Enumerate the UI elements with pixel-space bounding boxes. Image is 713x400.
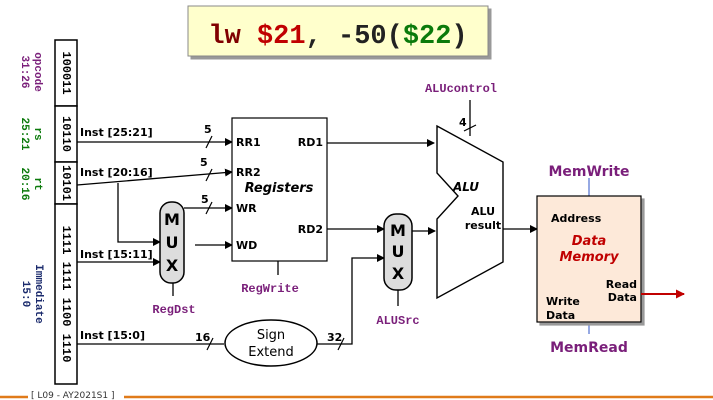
field-immediate-box xyxy=(54,203,78,385)
regdst-mux-letter-u: U xyxy=(166,233,179,252)
register-file: RR1 RR2 WR WD RD1 RD2 Registers RegWrite xyxy=(231,117,328,296)
sign-extend-line1: Sign xyxy=(257,328,285,343)
instruction-banner-box xyxy=(187,5,489,57)
memory-port-address: Address xyxy=(551,212,602,225)
instruction-offset: -50( xyxy=(338,22,403,52)
field-rt-bits: 10101 xyxy=(59,165,73,201)
register-port-rd2: RD2 xyxy=(298,223,323,236)
wire-label-inst-20-16: Inst [20:16] xyxy=(80,166,153,179)
memory-read-data-line2: Data xyxy=(608,291,637,304)
field-opcode-label: opcode xyxy=(31,52,43,92)
instruction-comma: , xyxy=(306,22,322,52)
width-label-4: 4 xyxy=(459,116,467,129)
sign-extend-line2: Extend xyxy=(248,345,294,360)
width-label-rr2: 5 xyxy=(200,156,208,169)
regdst-label: RegDst xyxy=(152,303,195,317)
register-file-box xyxy=(231,117,328,262)
field-immediate-label: Immediate xyxy=(32,264,44,324)
width-label-16: 16 xyxy=(195,331,211,344)
register-port-rr2: RR2 xyxy=(236,166,261,179)
field-rt-label: rt xyxy=(31,177,43,190)
width-label-32: 32 xyxy=(327,331,342,344)
footer-label-bg xyxy=(28,389,124,400)
bus-width-marks xyxy=(205,124,477,351)
footer-text: [ L09 - AY2021S1 ] xyxy=(31,391,114,400)
register-port-wr: WR xyxy=(236,202,257,215)
memwrite-label: MemWrite xyxy=(548,164,629,180)
memory-title-line1: Data xyxy=(572,234,607,249)
wire-label-inst-15-0: Inst [15:0] xyxy=(80,329,145,342)
footer: [ L09 - AY2021S1 ] xyxy=(0,389,713,400)
width-label-rr1: 5 xyxy=(204,123,212,136)
regdst-mux-letter-x: X xyxy=(166,256,179,275)
instruction-close: ) xyxy=(451,22,467,52)
register-port-rr1: RR1 xyxy=(236,136,261,149)
sign-extend: Sign Extend xyxy=(224,319,318,367)
alusrc-mux-body xyxy=(383,213,413,291)
wire-label-inst-25-21: Inst [25:21] xyxy=(80,126,153,139)
wire-label-inst-15-11: Inst [15:11] xyxy=(80,248,153,261)
field-rt-range: 20:16 xyxy=(18,167,30,200)
field-immediate-bits: 1111 1111 1100 1110 xyxy=(59,226,73,363)
memread-label: MemRead xyxy=(550,340,628,356)
wire-signext-to-mux xyxy=(317,254,385,345)
regwrite-label: RegWrite xyxy=(241,282,299,296)
wires xyxy=(76,100,538,345)
instruction-word: 100011 10110 10101 1111 1111 1100 1110 o… xyxy=(18,39,78,385)
field-opcode-range: 31:26 xyxy=(18,55,30,88)
register-port-rd1: RD1 xyxy=(298,136,323,149)
instruction-banner: lw $21, -50($22) xyxy=(187,5,489,57)
alusrc-mux-letter-x: X xyxy=(392,264,405,283)
field-rs-bits: 10110 xyxy=(59,116,73,152)
alusrc-mux: M U X ALUSrc xyxy=(376,213,420,328)
memory-read-data-line1: Read xyxy=(606,278,637,291)
field-immediate-range: 15:0 xyxy=(19,281,31,307)
wire-inst-20-16 xyxy=(76,168,233,186)
sign-extend-body xyxy=(224,319,318,367)
alu: ALU ALU result ALUcontrol xyxy=(425,82,504,300)
field-opcode-bits: 100011 xyxy=(59,51,73,94)
instruction-rs: $22 xyxy=(403,22,452,52)
instruction-rt: $21 xyxy=(257,22,306,52)
register-port-wd: WD xyxy=(236,239,257,252)
regdst-mux: M U X RegDst xyxy=(152,201,196,317)
register-file-title: Registers xyxy=(245,181,314,196)
instruction-op: lw xyxy=(208,22,241,52)
alu-name: ALU xyxy=(452,180,479,194)
memory-write-data-line2: Data xyxy=(546,309,575,322)
regdst-mux-body xyxy=(159,201,185,284)
alucontrol-label: ALUcontrol xyxy=(425,82,497,96)
width-label-wr: 5 xyxy=(201,193,209,206)
memory-title-line2: Memory xyxy=(559,250,619,265)
memory-write-data-line1: Write xyxy=(546,295,580,308)
field-rs-range: 25:21 xyxy=(18,117,30,150)
alusrc-label: ALUSrc xyxy=(376,314,419,328)
wire-rt-to-mux xyxy=(117,183,161,246)
instruction-text: lw $21, -50($22) xyxy=(208,22,467,52)
alu-body xyxy=(436,124,504,300)
alusrc-mux-letter-m: M xyxy=(390,221,406,240)
field-rs-label: rs xyxy=(31,127,43,140)
alu-result-line1: ALU xyxy=(471,205,495,218)
alu-result-line2: result xyxy=(465,219,501,232)
data-memory: Address Data Memory Read Data Write Data… xyxy=(536,164,685,356)
data-memory-box xyxy=(536,195,642,323)
regdst-mux-letter-m: M xyxy=(164,210,180,229)
alusrc-mux-letter-u: U xyxy=(392,242,405,261)
